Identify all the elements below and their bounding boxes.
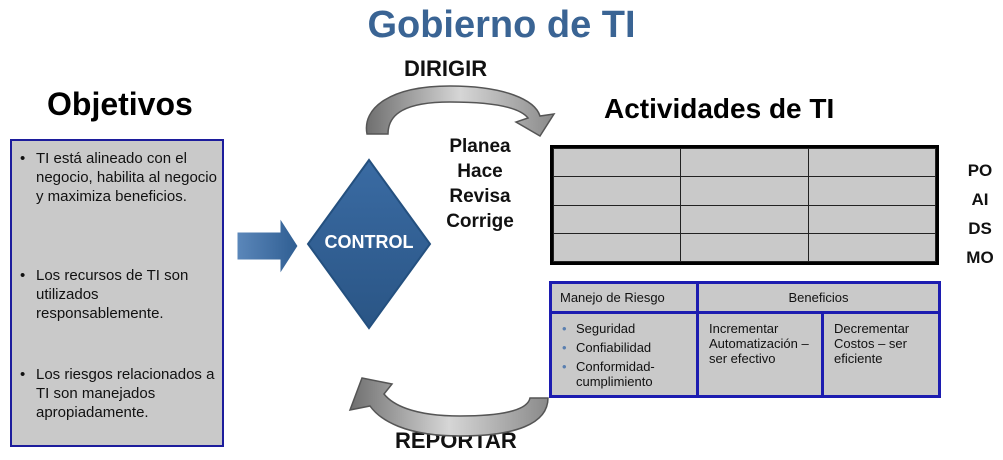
- grid-cell: [807, 147, 937, 178]
- grid-cell: [807, 204, 937, 234]
- process-labels: PO AI DS MO: [960, 156, 1000, 272]
- bullet-icon: •: [562, 321, 567, 336]
- benefits-header: Beneficios: [699, 284, 938, 314]
- process-mo: MO: [966, 248, 994, 267]
- grid-cell: [807, 232, 937, 263]
- dirigir-curved-arrow: [365, 85, 556, 138]
- grid-cell: [552, 232, 682, 263]
- verb-hace: Hace: [457, 161, 503, 182]
- activities-heading: Actividades de TI: [604, 93, 835, 124]
- grid-cell: [680, 204, 809, 234]
- verb-corrige: Corrige: [446, 211, 514, 232]
- bullet-icon: •: [20, 267, 26, 284]
- page-title: Gobierno de TI: [367, 4, 636, 46]
- grid-cell: [680, 147, 809, 178]
- bullet-icon: •: [20, 366, 26, 383]
- reportar-curved-arrow: [348, 377, 549, 437]
- risk-header: Manejo de Riesgo: [552, 284, 699, 314]
- grid-cell: [552, 204, 682, 234]
- objective-item: • TI está alineado con el negocio, habil…: [20, 150, 217, 205]
- verb-revisa: Revisa: [449, 186, 511, 207]
- risk-list: •Seguridad •Confiabilidad •Conformidad-c…: [552, 314, 699, 395]
- dirigir-label: DIRIGIR: [404, 56, 488, 81]
- control-diamond: [306, 158, 432, 330]
- objectives-box: • TI está alineado con el negocio, habil…: [10, 139, 224, 447]
- process-ds: DS: [968, 219, 992, 238]
- objective-item: • Los recursos de TI son utilizados resp…: [20, 267, 189, 322]
- process-ai: AI: [971, 190, 989, 209]
- grid-cell: [552, 176, 682, 206]
- decrease-cell: Decrementar Costos – ser eficiente: [824, 314, 938, 395]
- bullet-icon: •: [562, 359, 567, 374]
- verb-planea: Planea: [449, 136, 511, 157]
- risk-item: •Conformidad-cumplimiento: [562, 359, 655, 389]
- grid-cell: [807, 176, 937, 206]
- objective-item: • Los riesgos relacionados a TI son mane…: [20, 366, 215, 421]
- objectives-to-control-arrow: [236, 216, 299, 276]
- cycle-verbs: Planea Hace Revisa Corrige: [430, 134, 530, 234]
- activities-grid: [550, 145, 939, 265]
- risk-item: •Confiabilidad: [562, 340, 652, 355]
- grid-cell: [680, 176, 809, 206]
- increase-cell: Incrementar Automatización – ser efectiv…: [699, 314, 824, 395]
- objectives-heading: Objetivos: [47, 86, 193, 122]
- bullet-icon: •: [20, 150, 26, 167]
- grid-cell: [552, 147, 682, 178]
- risk-benefits-table: Manejo de Riesgo Beneficios •Seguridad •…: [549, 281, 941, 398]
- process-po: PO: [967, 161, 993, 180]
- grid-cell: [680, 232, 809, 263]
- control-label: CONTROL: [324, 232, 414, 252]
- risk-item: •Seguridad: [562, 321, 636, 336]
- bullet-icon: •: [562, 340, 567, 355]
